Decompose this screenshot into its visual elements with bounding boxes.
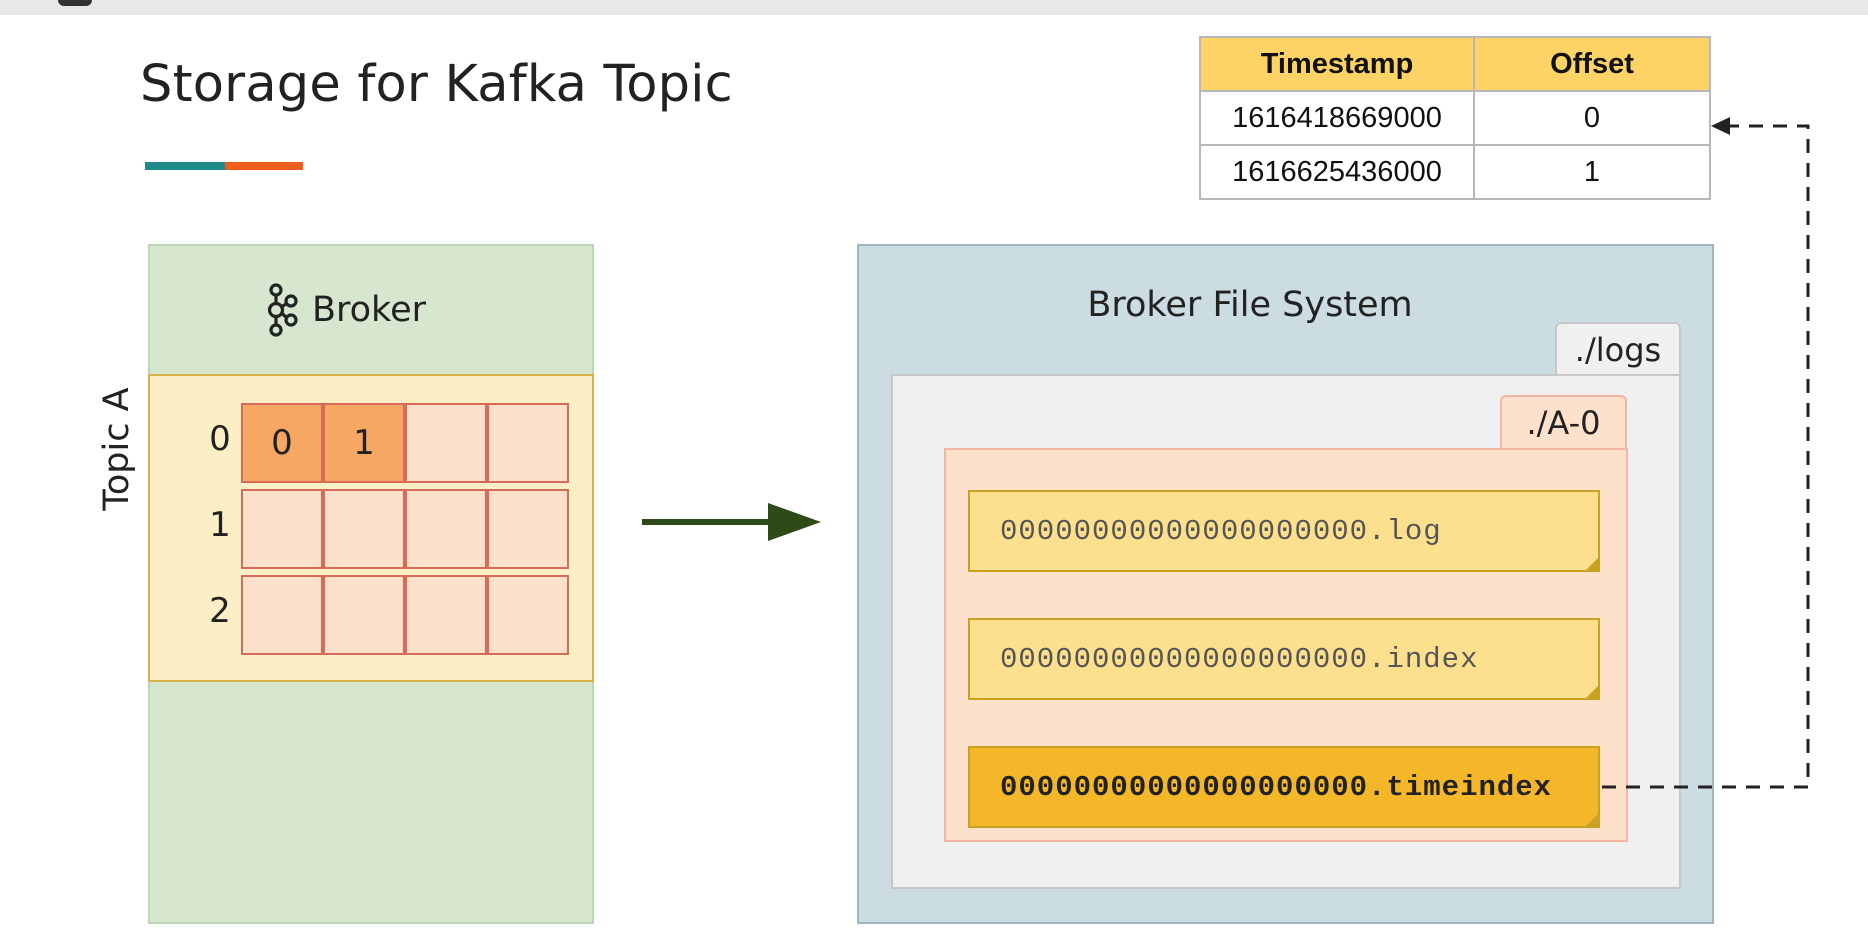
index-file[interactable]: 00000000000000000000.index bbox=[968, 618, 1600, 700]
partition-label: 1 bbox=[209, 505, 231, 545]
timestamp-cell: 1616625436000 bbox=[1199, 144, 1475, 200]
page-fold bbox=[1584, 812, 1600, 828]
index-file-name: 00000000000000000000.index bbox=[1000, 642, 1479, 676]
logs-folder-tab[interactable]: ./logs bbox=[1555, 322, 1681, 376]
offset-header: Offset bbox=[1473, 36, 1711, 92]
timeindex-file-name: 00000000000000000000.timeindex bbox=[1000, 770, 1553, 804]
partition-cell: 1 bbox=[323, 403, 405, 483]
page-fold bbox=[1584, 684, 1600, 700]
table-row: 1616625436000 1 bbox=[1199, 144, 1711, 200]
timeindex-file[interactable]: 00000000000000000000.timeindex bbox=[968, 746, 1600, 828]
partition-cell bbox=[487, 575, 569, 655]
partition-cell bbox=[241, 575, 323, 655]
page-title: Storage for Kafka Topic bbox=[140, 55, 733, 114]
timestamp-header: Timestamp bbox=[1199, 36, 1475, 92]
timeindex-table: Timestamp Offset 1616418669000 0 1616625… bbox=[1199, 36, 1711, 200]
table-row: 1616418669000 0 bbox=[1199, 90, 1711, 146]
partition-cell bbox=[405, 489, 487, 569]
right-arrow-icon bbox=[642, 503, 821, 541]
partition-cell bbox=[487, 489, 569, 569]
partition-cell bbox=[405, 575, 487, 655]
partition-cell bbox=[323, 489, 405, 569]
top-strip-mark bbox=[58, 0, 92, 6]
timestamp-cell: 1616418669000 bbox=[1199, 90, 1475, 146]
accent-teal bbox=[145, 162, 225, 170]
page-fold bbox=[1584, 556, 1600, 572]
log-file-name: 00000000000000000000.log bbox=[1000, 514, 1442, 548]
top-strip bbox=[0, 0, 1868, 15]
partition-cell bbox=[241, 489, 323, 569]
file-system-label: Broker File System bbox=[1087, 285, 1413, 325]
partition-cell bbox=[323, 575, 405, 655]
partition-label: 0 bbox=[209, 419, 231, 459]
offset-cell: 1 bbox=[1473, 144, 1711, 200]
offset-cell: 0 bbox=[1473, 90, 1711, 146]
arrowhead-icon bbox=[1711, 117, 1730, 135]
topic-label: Topic A bbox=[97, 387, 137, 511]
table-header-row: Timestamp Offset bbox=[1199, 36, 1711, 92]
partition-folder-tab[interactable]: ./A-0 bbox=[1500, 395, 1627, 450]
partition-cell bbox=[405, 403, 487, 483]
partition-cell bbox=[487, 403, 569, 483]
log-file[interactable]: 00000000000000000000.log bbox=[968, 490, 1600, 572]
kafka-icon bbox=[267, 283, 298, 337]
broker-label: Broker bbox=[312, 290, 426, 330]
title-accent-bar bbox=[145, 162, 303, 170]
accent-orange bbox=[225, 162, 303, 170]
broker-header: Broker bbox=[262, 282, 426, 338]
partition-label: 2 bbox=[209, 591, 231, 631]
partition-cell: 0 bbox=[241, 403, 323, 483]
